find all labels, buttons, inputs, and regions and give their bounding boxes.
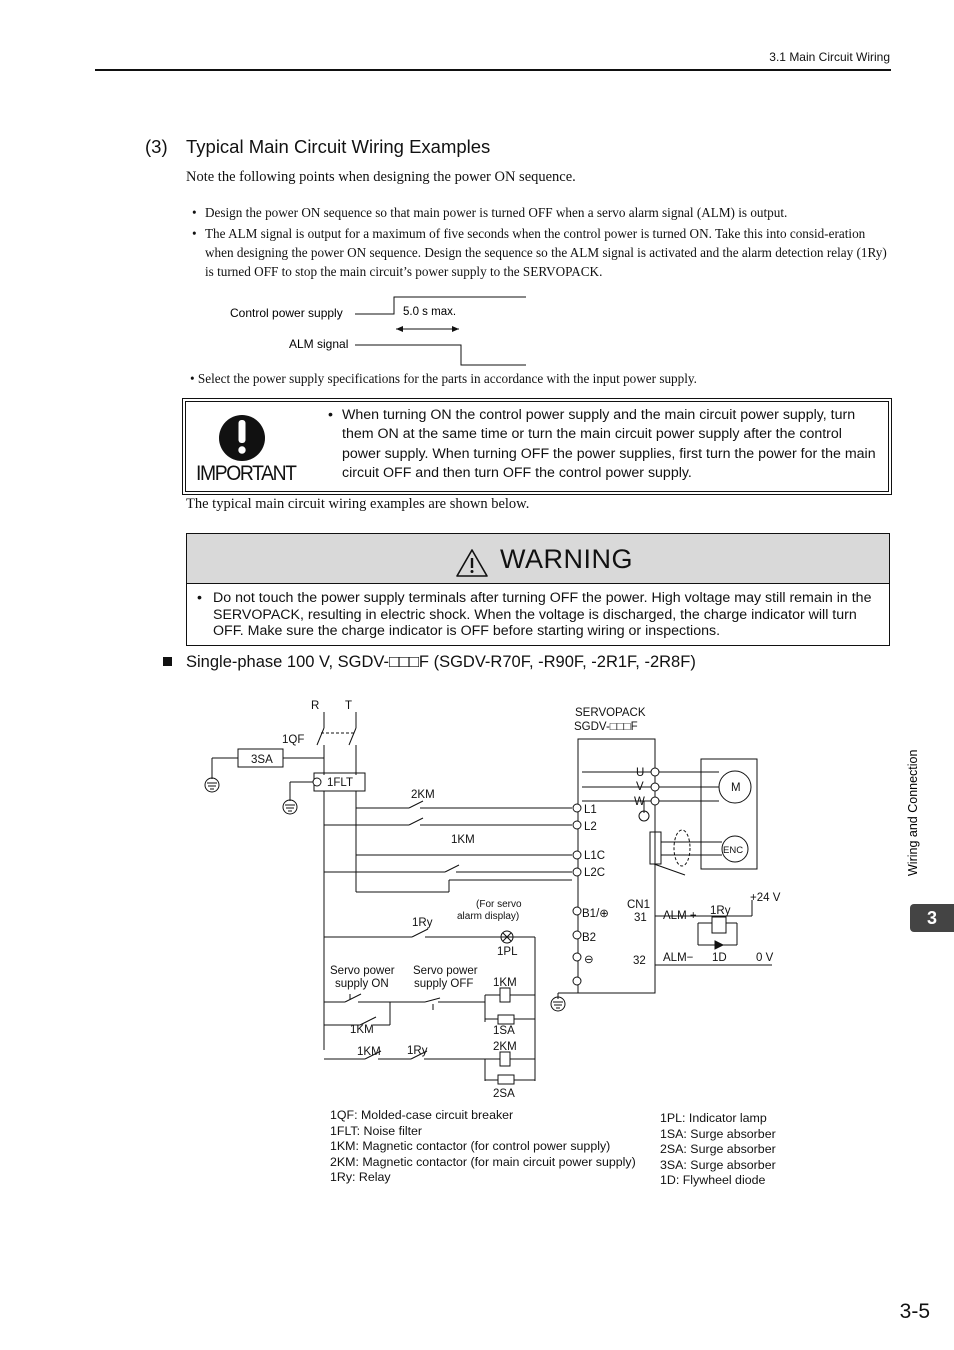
terminal-minus-label: ⊖ bbox=[584, 954, 594, 966]
motor-label: M bbox=[731, 782, 741, 794]
contact-1ry-lower-label: 1Ry bbox=[407, 1045, 428, 1057]
pin-31-label: 31 bbox=[634, 912, 647, 924]
servopack-label: SERVOPACK bbox=[575, 707, 646, 719]
filter-1flt-label: 1FLT bbox=[327, 777, 353, 789]
side-chapter-label: Wiring and Connection bbox=[906, 749, 920, 876]
legend-item: 1KM: Magnetic contactor (for control pow… bbox=[330, 1139, 611, 1153]
terminal-l2c-label: L2C bbox=[584, 867, 605, 879]
timing-diagram: Control power supply ALM signal 5.0 s ma… bbox=[230, 296, 526, 366]
warning-text: Do not touch the power supply terminals … bbox=[197, 590, 883, 640]
alm-signal-label: ALM signal bbox=[289, 337, 348, 351]
terminal-l2-label: L2 bbox=[584, 821, 597, 833]
important-icon bbox=[219, 415, 265, 461]
servo-note-line1: (For servo bbox=[476, 899, 522, 910]
terminal-l1c-label: L1C bbox=[584, 850, 605, 862]
legend-item: 1Ry: Relay bbox=[330, 1170, 391, 1184]
legend-item: 1SA: Surge absorber bbox=[660, 1126, 776, 1141]
plus-24v-label: +24 V bbox=[750, 892, 781, 904]
legend-right: 1PL: Indicator lamp 1SA: Surge absorber … bbox=[660, 1111, 776, 1189]
coil-1km-label: 1KM bbox=[493, 977, 517, 989]
warning-title: WARNING bbox=[500, 544, 633, 574]
duration-label: 5.0 s max. bbox=[403, 306, 456, 318]
important-text: When turning ON the control power supply… bbox=[328, 406, 878, 483]
pin-32-label: 32 bbox=[633, 955, 646, 967]
terminal-b2-label: B2 bbox=[582, 932, 596, 944]
bullet-list: Design the power ON sequence so that mai… bbox=[192, 203, 892, 281]
section-heading: (3) Typical Main Circuit Wiring Examples bbox=[145, 136, 490, 158]
contact-1km-lower-label: 1KM bbox=[357, 1046, 381, 1058]
surge-3sa-label: 3SA bbox=[251, 754, 273, 766]
legend-item: 1PL: Indicator lamp bbox=[660, 1111, 767, 1125]
select-bullet: • Select the power supply specifications… bbox=[190, 371, 697, 386]
terminal-l1-label: L1 bbox=[584, 804, 597, 816]
contactor-2km-label: 2KM bbox=[411, 789, 435, 801]
legend-left: 1QF: Molded-case circuit breaker 1FLT: N… bbox=[330, 1108, 636, 1186]
square-bullet-icon bbox=[163, 657, 172, 666]
header-rule bbox=[95, 69, 891, 71]
side-chapter-text: Wiring and Connection bbox=[906, 749, 920, 876]
servo-note-line2: alarm display) bbox=[457, 911, 519, 922]
important-label: IMPORTANT bbox=[196, 462, 297, 485]
warning-bullet: Do not touch the power supply terminals … bbox=[197, 590, 883, 640]
model-heading: Single-phase 100 V, SGDV-□□□F (SGDV-R70F… bbox=[163, 653, 696, 672]
relay-1ry-contact-label: 1Ry bbox=[412, 917, 433, 929]
terminal-u-label: U bbox=[636, 767, 644, 779]
switch-on-label-line1: Servo power bbox=[330, 965, 395, 977]
legend-item: 2KM: Magnetic contactor (for main circui… bbox=[330, 1154, 636, 1169]
control-power-label: Control power supply bbox=[230, 306, 343, 320]
intro-text: Note the following points when designing… bbox=[186, 169, 576, 185]
warning-header: WARNING bbox=[187, 534, 889, 584]
legend-item: 1D: Flywheel diode bbox=[660, 1173, 766, 1187]
warning-notice: WARNING Do not touch the power supply te… bbox=[186, 533, 890, 646]
typical-line: The typical main circuit wiring examples… bbox=[186, 496, 530, 512]
bullet-item: Design the power ON sequence so that mai… bbox=[192, 203, 892, 222]
terminal-b1-label: B1/⊕ bbox=[582, 908, 609, 920]
legend-item: 2SA: Surge absorber bbox=[660, 1142, 776, 1156]
terminal-v-label: V bbox=[636, 781, 644, 793]
contact-1km-self-label: 1KM bbox=[350, 1024, 374, 1036]
connector-cn1-label: CN1 bbox=[627, 899, 650, 911]
terminal-w-label: W bbox=[634, 796, 645, 808]
contactor-1km-label: 1KM bbox=[451, 834, 475, 846]
breaker-1qf-label: 1QF bbox=[282, 734, 304, 746]
legend-item: 3SA: Surge absorber bbox=[660, 1157, 776, 1172]
wiring-diagram: R T 1QF 3SA 1FLT 2KM 1KM SERVOPACK SGDV-… bbox=[204, 700, 781, 1100]
alm-plus-label: ALM + bbox=[663, 910, 697, 922]
encoder-label: ENC bbox=[723, 845, 743, 856]
model-heading-text: Single-phase 100 V, SGDV-□□□F (SGDV-R70F… bbox=[186, 653, 696, 671]
running-header: 3.1 Main Circuit Wiring bbox=[769, 50, 890, 64]
page-number: 3-5 bbox=[899, 1300, 930, 1323]
zero-volt-label: 0 V bbox=[756, 952, 774, 964]
switch-off-label-line1: Servo power bbox=[413, 965, 478, 977]
terminal-r-label: R bbox=[311, 700, 319, 712]
bullet-item: The ALM signal is output for a maximum o… bbox=[192, 224, 892, 281]
switch-on-label-line2: supply ON bbox=[335, 978, 389, 990]
important-notice: IMPORTANT When turning ON the control po… bbox=[182, 398, 892, 495]
section-number: (3) bbox=[145, 136, 168, 157]
section-title: Typical Main Circuit Wiring Examples bbox=[186, 136, 491, 157]
surge-2sa-label: 2SA bbox=[493, 1088, 515, 1100]
chapter-tab: 3 bbox=[910, 904, 954, 932]
diode-1d-label: 1D bbox=[712, 952, 727, 964]
legend-item: 1QF: Molded-case circuit breaker bbox=[330, 1108, 514, 1122]
servopack-model-label: SGDV-□□□F bbox=[574, 721, 638, 733]
coil-2km-label: 2KM bbox=[493, 1041, 517, 1053]
lamp-1pl-label: 1PL bbox=[497, 946, 518, 958]
terminal-t-label: T bbox=[345, 700, 352, 712]
important-bullet: When turning ON the control power supply… bbox=[328, 406, 878, 483]
legend-item: 1FLT: Noise filter bbox=[330, 1123, 423, 1138]
surge-1sa-label: 1SA bbox=[493, 1025, 515, 1037]
warning-triangle-icon bbox=[456, 549, 488, 577]
alm-minus-label: ALM− bbox=[663, 952, 694, 964]
switch-off-label-line2: supply OFF bbox=[414, 978, 473, 990]
relay-1ry-coil-label: 1Ry bbox=[710, 905, 731, 917]
